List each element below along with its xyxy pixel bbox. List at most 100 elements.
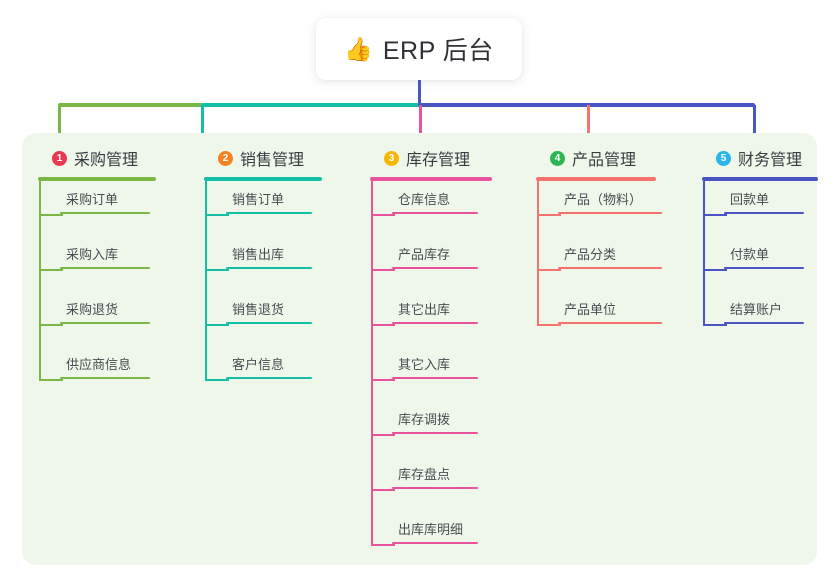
tree-item-label: 付款单 (730, 247, 770, 262)
tree-item-underline (392, 432, 478, 434)
tree-item-label: 产品分类 (564, 247, 617, 262)
tree-item-underline (226, 267, 312, 269)
tree-item-underline (392, 377, 478, 379)
column-underline-1 (38, 177, 156, 181)
tree-item-branch (371, 544, 395, 546)
tree-item-underline (392, 322, 478, 324)
tree-item[interactable]: 其它入库 (392, 354, 478, 392)
tree-item[interactable]: 销售出库 (226, 244, 312, 282)
column-underline-5 (702, 177, 818, 181)
tree-item[interactable]: 产品单位 (558, 299, 662, 337)
column-items-5: 回款单付款单结算账户 (700, 181, 839, 346)
tree-item-branch (371, 379, 395, 381)
tree-item-branch (371, 214, 395, 216)
tree-item-label: 供应商信息 (66, 357, 132, 372)
tree-item[interactable]: 库存调拨 (392, 409, 478, 447)
tree-item-underline (392, 487, 478, 489)
tree-item-label: 回款单 (730, 192, 770, 207)
column-spine-5 (703, 181, 705, 325)
tree-item-label: 库存盘点 (398, 467, 451, 482)
tree-item-label: 采购订单 (66, 192, 119, 207)
tree-item[interactable]: 其它出库 (392, 299, 478, 337)
tree-item-underline (226, 377, 312, 379)
column-title-2: 销售管理 (240, 152, 305, 169)
tree-item-underline (60, 322, 150, 324)
connector-drop-5 (753, 105, 756, 145)
tree-item-branch (39, 379, 63, 381)
column-spine-3 (371, 181, 373, 545)
column-spine-2 (205, 181, 207, 380)
tree-item-label: 出库库明细 (398, 522, 464, 537)
tree-item-underline (558, 322, 662, 324)
tree-item[interactable]: 回款单 (724, 189, 804, 227)
tree-item-branch (371, 434, 395, 436)
connector-bus-right (418, 103, 755, 107)
column-spine-4 (537, 181, 539, 325)
tree-item[interactable]: 产品（物料） (558, 189, 662, 227)
tree-item-branch (537, 269, 561, 271)
tree-item-underline (60, 267, 150, 269)
tree-item[interactable]: 产品分类 (558, 244, 662, 282)
column-items-1: 采购订单采购入库采购退货供应商信息 (36, 181, 184, 401)
column-title-5: 财务管理 (738, 152, 803, 169)
tree-item[interactable]: 销售订单 (226, 189, 312, 227)
tree-item-branch (703, 324, 727, 326)
tree-item-branch (205, 269, 229, 271)
column-underline-4 (536, 177, 656, 181)
tree-item[interactable]: 付款单 (724, 244, 804, 282)
tree-item-branch (205, 324, 229, 326)
tree-item[interactable]: 出库库明细 (392, 519, 478, 557)
connector-drop-2 (201, 105, 204, 145)
tree-item-branch (39, 269, 63, 271)
tree-item-underline (724, 212, 804, 214)
column-badge-3: 3 (384, 150, 399, 166)
tree-item-underline (392, 542, 478, 544)
tree-item[interactable]: 结算账户 (724, 299, 804, 337)
thumbs-up-icon: 👍 (344, 35, 373, 62)
tree-item-label: 客户信息 (232, 357, 285, 372)
tree-item-underline (60, 212, 150, 214)
tree-item-branch (371, 489, 395, 491)
column-items-2: 销售订单销售出库销售退货客户信息 (202, 181, 350, 401)
connector-root-stem (418, 80, 421, 105)
tree-item[interactable]: 采购入库 (60, 244, 150, 282)
tree-item-label: 其它入库 (398, 357, 451, 372)
tree-item[interactable]: 产品库存 (392, 244, 478, 282)
tree-item-underline (558, 212, 662, 214)
tree-item[interactable]: 供应商信息 (60, 354, 150, 392)
tree-item-branch (537, 214, 561, 216)
tree-item-label: 其它出库 (398, 302, 451, 317)
tree-item-label: 产品单位 (564, 302, 617, 317)
connector-bus-mid (201, 103, 420, 107)
column-spine-1 (39, 181, 41, 380)
tree-item[interactable]: 采购订单 (60, 189, 150, 227)
tree-item-label: 产品库存 (398, 247, 451, 262)
tree-item-label: 采购退货 (66, 302, 119, 317)
tree-item-label: 库存调拨 (398, 412, 451, 427)
tree-item[interactable]: 采购退货 (60, 299, 150, 337)
tree-item[interactable]: 库存盘点 (392, 464, 478, 502)
tree-item[interactable]: 客户信息 (226, 354, 312, 392)
tree-item-branch (39, 214, 63, 216)
column-items-4: 产品（物料） 产品分类产品单位 (534, 181, 684, 346)
tree-item-underline (226, 212, 312, 214)
root-node[interactable]: 👍 ERP 后台 (316, 18, 522, 80)
tree-item[interactable]: 销售退货 (226, 299, 312, 337)
tree-item-branch (703, 269, 727, 271)
tree-item-branch (537, 324, 561, 326)
tree-item-underline (558, 267, 662, 269)
tree-item[interactable]: 仓库信息 (392, 189, 478, 227)
connector-drop-3 (419, 105, 422, 145)
column-underline-3 (370, 177, 492, 181)
tree-item-label: 销售退货 (232, 302, 285, 317)
root-node-title: ERP 后台 (382, 37, 494, 65)
